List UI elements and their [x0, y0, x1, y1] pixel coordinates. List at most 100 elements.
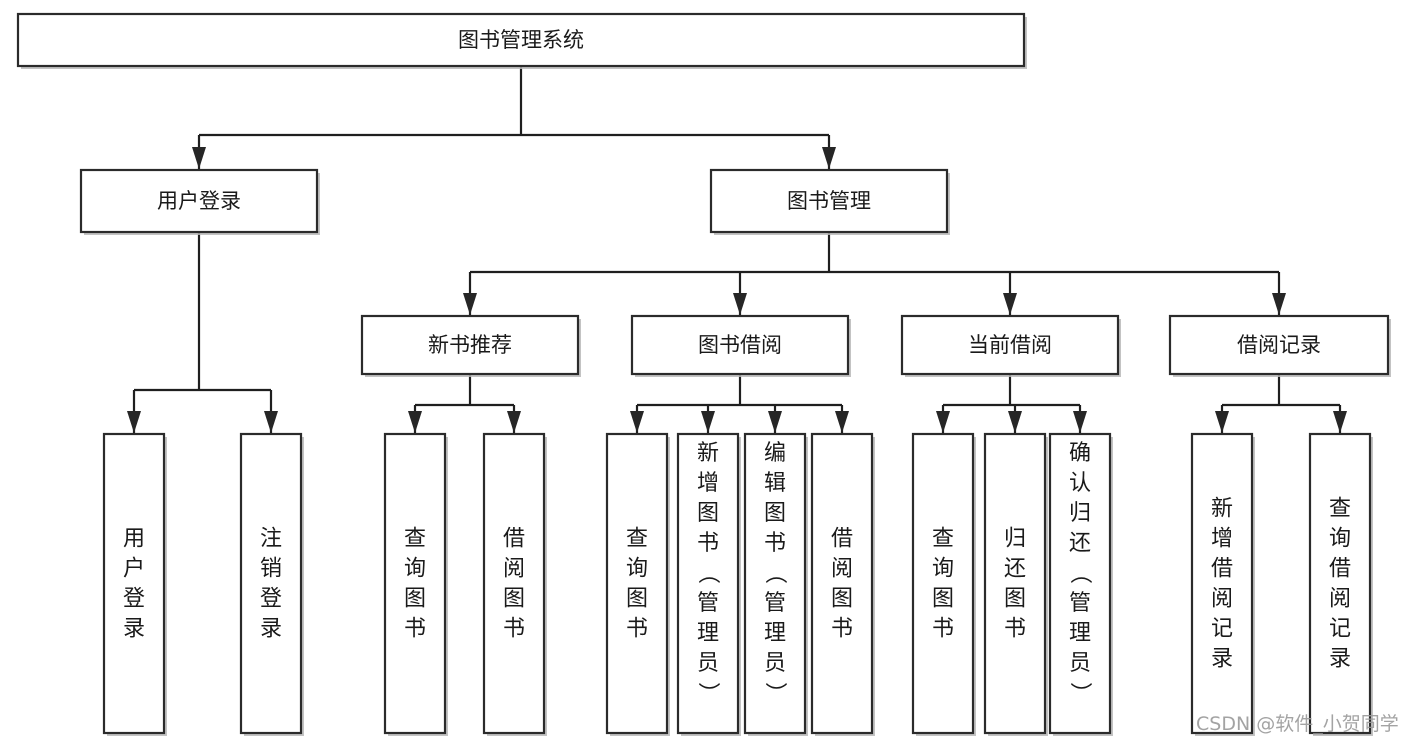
- arrow-head-icon: [630, 411, 644, 433]
- level3-node[interactable]: 借阅记录: [1168, 314, 1391, 377]
- node-label-char: 管: [764, 591, 786, 616]
- node-box[interactable]: [482, 432, 546, 735]
- node-label-char: 管: [697, 591, 719, 616]
- node-box[interactable]: [102, 432, 166, 735]
- node-box[interactable]: [1048, 432, 1112, 735]
- node-label: 当前借阅: [968, 333, 1052, 357]
- node-label-char: 认: [1069, 471, 1091, 496]
- node-label-char: 还: [1004, 557, 1026, 582]
- arrow-head-icon: [192, 147, 206, 169]
- node-label-char: 记: [1329, 617, 1351, 642]
- node-label-char: 图: [932, 587, 954, 612]
- node-label-char: 员: [697, 651, 719, 676]
- root-node[interactable]: 图书管理系统: [16, 12, 1027, 69]
- node-box[interactable]: [1190, 432, 1254, 735]
- level2-node[interactable]: 用户登录: [79, 168, 320, 235]
- node-box[interactable]: [605, 432, 669, 735]
- node-box[interactable]: [79, 168, 319, 234]
- node-label-char: 新: [697, 441, 719, 466]
- node-box[interactable]: [239, 432, 303, 735]
- arrow-head-icon: [1215, 411, 1229, 433]
- node-label: 新书推荐: [428, 333, 512, 357]
- node-label-char: 查: [932, 527, 954, 552]
- node-label-char: 录: [260, 617, 282, 642]
- node-label-char: 书: [764, 531, 786, 556]
- node-label-char: 图: [831, 587, 853, 612]
- node-label-char: 理: [764, 621, 786, 646]
- arrow-head-icon: [768, 411, 782, 433]
- node-label-char: 询: [404, 557, 426, 582]
- node-label-char: 理: [1069, 621, 1091, 646]
- node-label-char: 借: [831, 527, 853, 552]
- node-label-char: 图: [764, 501, 786, 526]
- node-label-char: 询: [932, 557, 954, 582]
- node-label-char: （: [1067, 562, 1092, 584]
- node-label-char: 图: [503, 587, 525, 612]
- node-label-char: 借: [1211, 557, 1233, 582]
- node-label-char: 归: [1069, 501, 1091, 526]
- node-box[interactable]: [983, 432, 1047, 735]
- arrow-head-icon: [936, 411, 950, 433]
- node-box[interactable]: [676, 432, 740, 735]
- node-box[interactable]: [900, 314, 1120, 376]
- node-label: 图书借阅: [698, 333, 782, 357]
- node-label-char: ）: [762, 682, 787, 704]
- level2-node[interactable]: 图书管理: [709, 168, 950, 235]
- node-layer: 图书管理系统用户登录图书管理新书推荐图书借阅当前借阅借阅记录用户登录注销登录查询…: [16, 12, 1391, 736]
- node-box[interactable]: [1308, 432, 1372, 735]
- node-label-char: 图: [697, 501, 719, 526]
- node-label-char: 确: [1069, 441, 1091, 466]
- node-label-char: ）: [695, 682, 720, 704]
- node-box[interactable]: [383, 432, 447, 735]
- node-label-char: 书: [1004, 617, 1026, 642]
- level3-node[interactable]: 当前借阅: [900, 314, 1121, 377]
- node-box[interactable]: [360, 314, 580, 376]
- node-label-char: 图: [1004, 587, 1026, 612]
- node-label-char: 图: [626, 587, 648, 612]
- node-label-char: 户: [123, 557, 145, 582]
- arrow-head-icon: [463, 293, 477, 315]
- node-label-char: 登: [260, 587, 282, 612]
- node-box[interactable]: [911, 432, 975, 735]
- node-box[interactable]: [709, 168, 949, 234]
- node-label-char: 录: [1329, 647, 1351, 672]
- arrow-head-icon: [264, 411, 278, 433]
- node-label-char: 查: [404, 527, 426, 552]
- node-label-char: 管: [1069, 591, 1091, 616]
- node-box[interactable]: [630, 314, 850, 376]
- node-box[interactable]: [16, 12, 1026, 68]
- arrow-head-icon: [1073, 411, 1087, 433]
- node-box[interactable]: [810, 432, 874, 735]
- level3-node[interactable]: 新书推荐: [360, 314, 581, 377]
- node-label-char: 记: [1211, 617, 1233, 642]
- arrow-head-icon: [408, 411, 422, 433]
- node-box[interactable]: [743, 432, 807, 735]
- node-label-char: 阅: [503, 557, 525, 582]
- leaf-node[interactable]: 用户登录: [102, 432, 167, 736]
- node-label-char: 录: [1211, 647, 1233, 672]
- node-label-char: 销: [260, 557, 282, 582]
- node-label-char: 书: [831, 617, 853, 642]
- node-label-char: 员: [1069, 651, 1091, 676]
- node-label-char: 书: [932, 617, 954, 642]
- node-box[interactable]: [1168, 314, 1390, 376]
- node-label-char: 增: [1211, 527, 1233, 552]
- node-label-char: 查: [626, 527, 648, 552]
- level3-node[interactable]: 图书借阅: [630, 314, 851, 377]
- node-label-char: 还: [1069, 531, 1091, 556]
- csdn-watermark: CSDN @软件_小贺同学: [1196, 713, 1399, 735]
